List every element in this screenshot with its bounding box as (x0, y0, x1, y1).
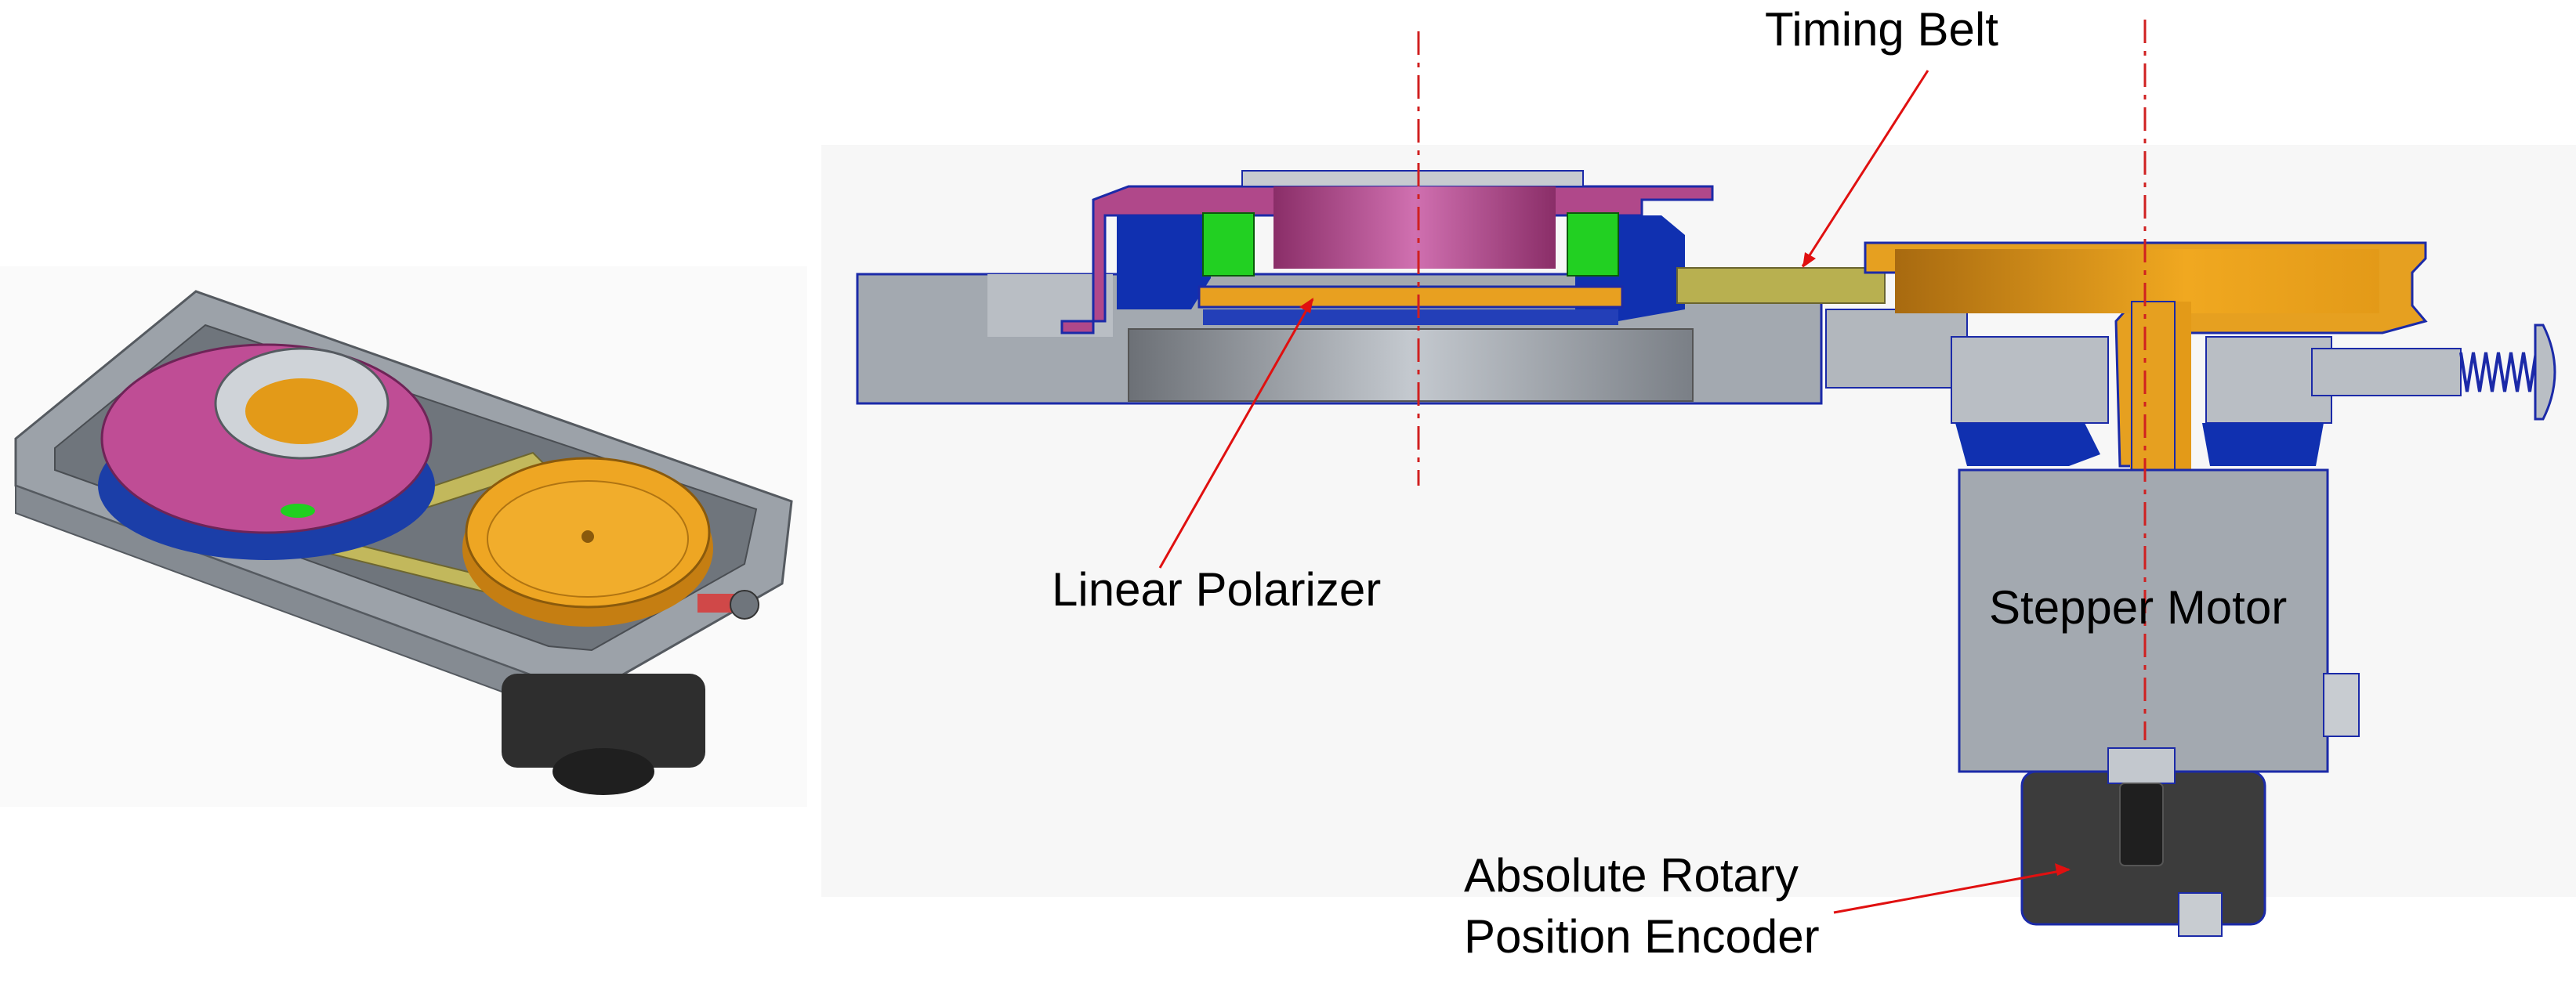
iso-motor-body (502, 674, 705, 768)
iso-polarizer-element (245, 378, 358, 444)
right-motor-bearing (2202, 423, 2324, 466)
pulley-hub-right (2176, 302, 2191, 486)
timing-belt-leader (1801, 70, 1929, 267)
retainer-cap (1241, 170, 1584, 187)
encoder-shaft (2119, 783, 2164, 866)
frame-right-rail (1825, 309, 1968, 389)
timing-belt-section (1676, 267, 1886, 304)
motor-connector (2323, 673, 2360, 737)
encoder-label-line2: Position Encoder (1464, 910, 1820, 963)
polarizer-cell (1274, 186, 1556, 269)
encoder-connector (2178, 892, 2223, 937)
cross-section-view (821, 20, 2576, 1001)
encoder-label-line1: Absolute Rotary (1464, 849, 1799, 902)
polarizer-bore (1128, 328, 1694, 402)
encoder-coupling (2107, 747, 2176, 784)
left-bearing-block (1117, 215, 1211, 309)
timing-belt-arrowhead (1802, 252, 1816, 268)
tension-knob (2534, 324, 2556, 421)
timing-belt-label: Timing Belt (1765, 3, 1998, 56)
polarizer-element (1197, 285, 1624, 309)
tension-spring (2459, 352, 2544, 392)
iso-encoder (553, 748, 654, 795)
iso-green-window (281, 504, 315, 518)
stepper-motor-label: Stepper Motor (1989, 581, 2288, 634)
polarizer-arrowhead (1299, 298, 1313, 313)
polarizer-housing-section (1060, 185, 1714, 334)
left-bearing-ball (1202, 212, 1255, 277)
iso-tension-knob (730, 590, 759, 620)
left-motor-bearing (1955, 423, 2100, 466)
encoder-arrowhead (2055, 863, 2071, 876)
linear-polarizer-label: Linear Polarizer (1052, 563, 1382, 616)
polarizer-seat (1203, 309, 1618, 325)
isometric-view (0, 266, 807, 807)
polarizer-leader (1158, 298, 1314, 569)
pulley-shaft (2131, 301, 2176, 490)
encoder-leader (1833, 868, 2070, 914)
right-bearing-ball (1567, 212, 1619, 277)
left-support (1951, 336, 2109, 424)
stepper-motor-body (1958, 468, 2329, 773)
section-background-notch (821, 897, 1088, 1001)
iso-pulley-hub (582, 530, 594, 543)
tension-screw-body (2311, 348, 2462, 396)
